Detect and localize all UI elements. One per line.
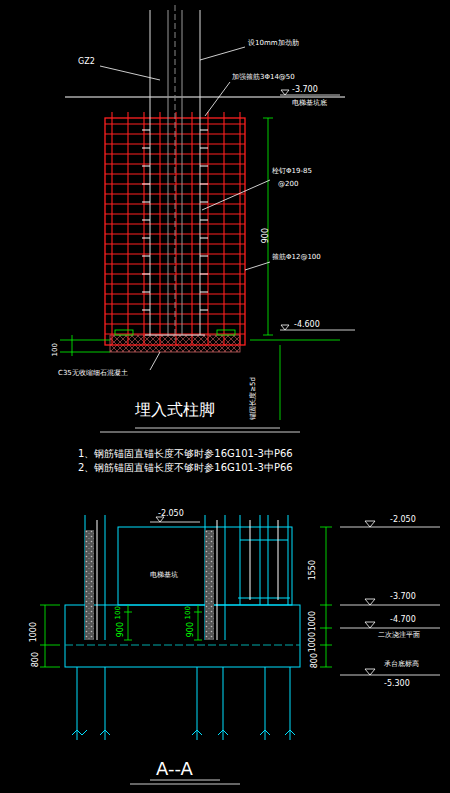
annotation-label: GZ2	[78, 58, 95, 66]
rebar-line	[191, 112, 192, 345]
annotation-label: -4.700	[390, 616, 416, 624]
shear-stud	[200, 166, 208, 167]
annotation-label: 900	[117, 622, 125, 637]
shear-stud	[200, 202, 208, 203]
shear-stud	[142, 202, 150, 203]
shear-stud	[142, 238, 150, 239]
shear-stud	[200, 292, 208, 293]
annotation-label: 100	[185, 606, 192, 619]
annotation-label: 1550	[309, 560, 317, 580]
annotation-label: -3.700	[390, 593, 416, 601]
annotation-label: 1000	[309, 632, 317, 652]
annotation-label: -2.050	[158, 510, 184, 518]
shear-stud	[200, 184, 208, 185]
annotation-label: 900	[262, 228, 270, 243]
shear-stud	[142, 292, 150, 293]
rebar-line	[127, 112, 128, 345]
rebar-line	[239, 112, 240, 345]
annotation-label: 二次浇注平面	[378, 632, 420, 639]
annotation-label: -2.050	[390, 516, 416, 524]
shear-stud	[200, 274, 208, 275]
shear-stud	[200, 310, 208, 311]
annotation-label: 栓钉Φ19-85	[272, 168, 312, 175]
annotation-label: 1000	[30, 622, 38, 642]
annotation-label: 1000	[309, 611, 317, 631]
annotation-label: -3.700	[292, 86, 318, 94]
shear-stud	[142, 130, 150, 131]
rebar-line	[159, 112, 160, 345]
annotation-label: -5.300	[384, 680, 410, 688]
annotation-label: -4.600	[294, 321, 320, 329]
annotation-label: 100	[52, 343, 59, 356]
annotation-label: 800	[32, 652, 40, 667]
rebar-line	[111, 112, 112, 345]
annotation-label: 电梯基坑底	[292, 100, 327, 107]
annotation-label: 2、钢筋锚固直锚长度不够时参16G101-3中P66	[78, 463, 293, 473]
shear-stud	[142, 166, 150, 167]
shear-stud	[200, 148, 208, 149]
shear-stud	[142, 148, 150, 149]
shear-stud	[200, 130, 208, 131]
shear-stud	[142, 220, 150, 221]
shear-stud	[200, 238, 208, 239]
shear-stud	[142, 184, 150, 185]
annotation-label: 设10mm加劲肋	[248, 40, 299, 47]
annotation-label: A--A	[156, 760, 193, 778]
annotation-label: 800	[311, 653, 319, 668]
annotation-label: @200	[278, 181, 298, 188]
shear-stud	[200, 256, 208, 257]
annotation-label: C35无收缩细石混凝土	[58, 370, 128, 377]
annotation-label: 承台底标高	[384, 661, 419, 668]
annotation-label: 电梯基坑	[150, 572, 178, 579]
annotation-label: 箍筋Φ12@100	[272, 254, 321, 261]
annotation-label: 900	[187, 622, 195, 637]
annotation-label: 锚固长度≥5d	[250, 377, 257, 420]
annotation-label: 100	[115, 606, 122, 619]
shear-stud	[142, 310, 150, 311]
shear-stud	[142, 274, 150, 275]
annotation-label: 1、钢筋锚固直锚长度不够时参16G101-3中P66	[78, 449, 293, 459]
drawing-title: 埋入式柱脚	[135, 402, 215, 418]
annotation-label: 加强箍筋3Φ14@50	[232, 74, 295, 81]
shear-stud	[200, 220, 208, 221]
rebar-line	[223, 112, 224, 345]
shear-stud	[142, 256, 150, 257]
rebar-line	[175, 112, 176, 345]
